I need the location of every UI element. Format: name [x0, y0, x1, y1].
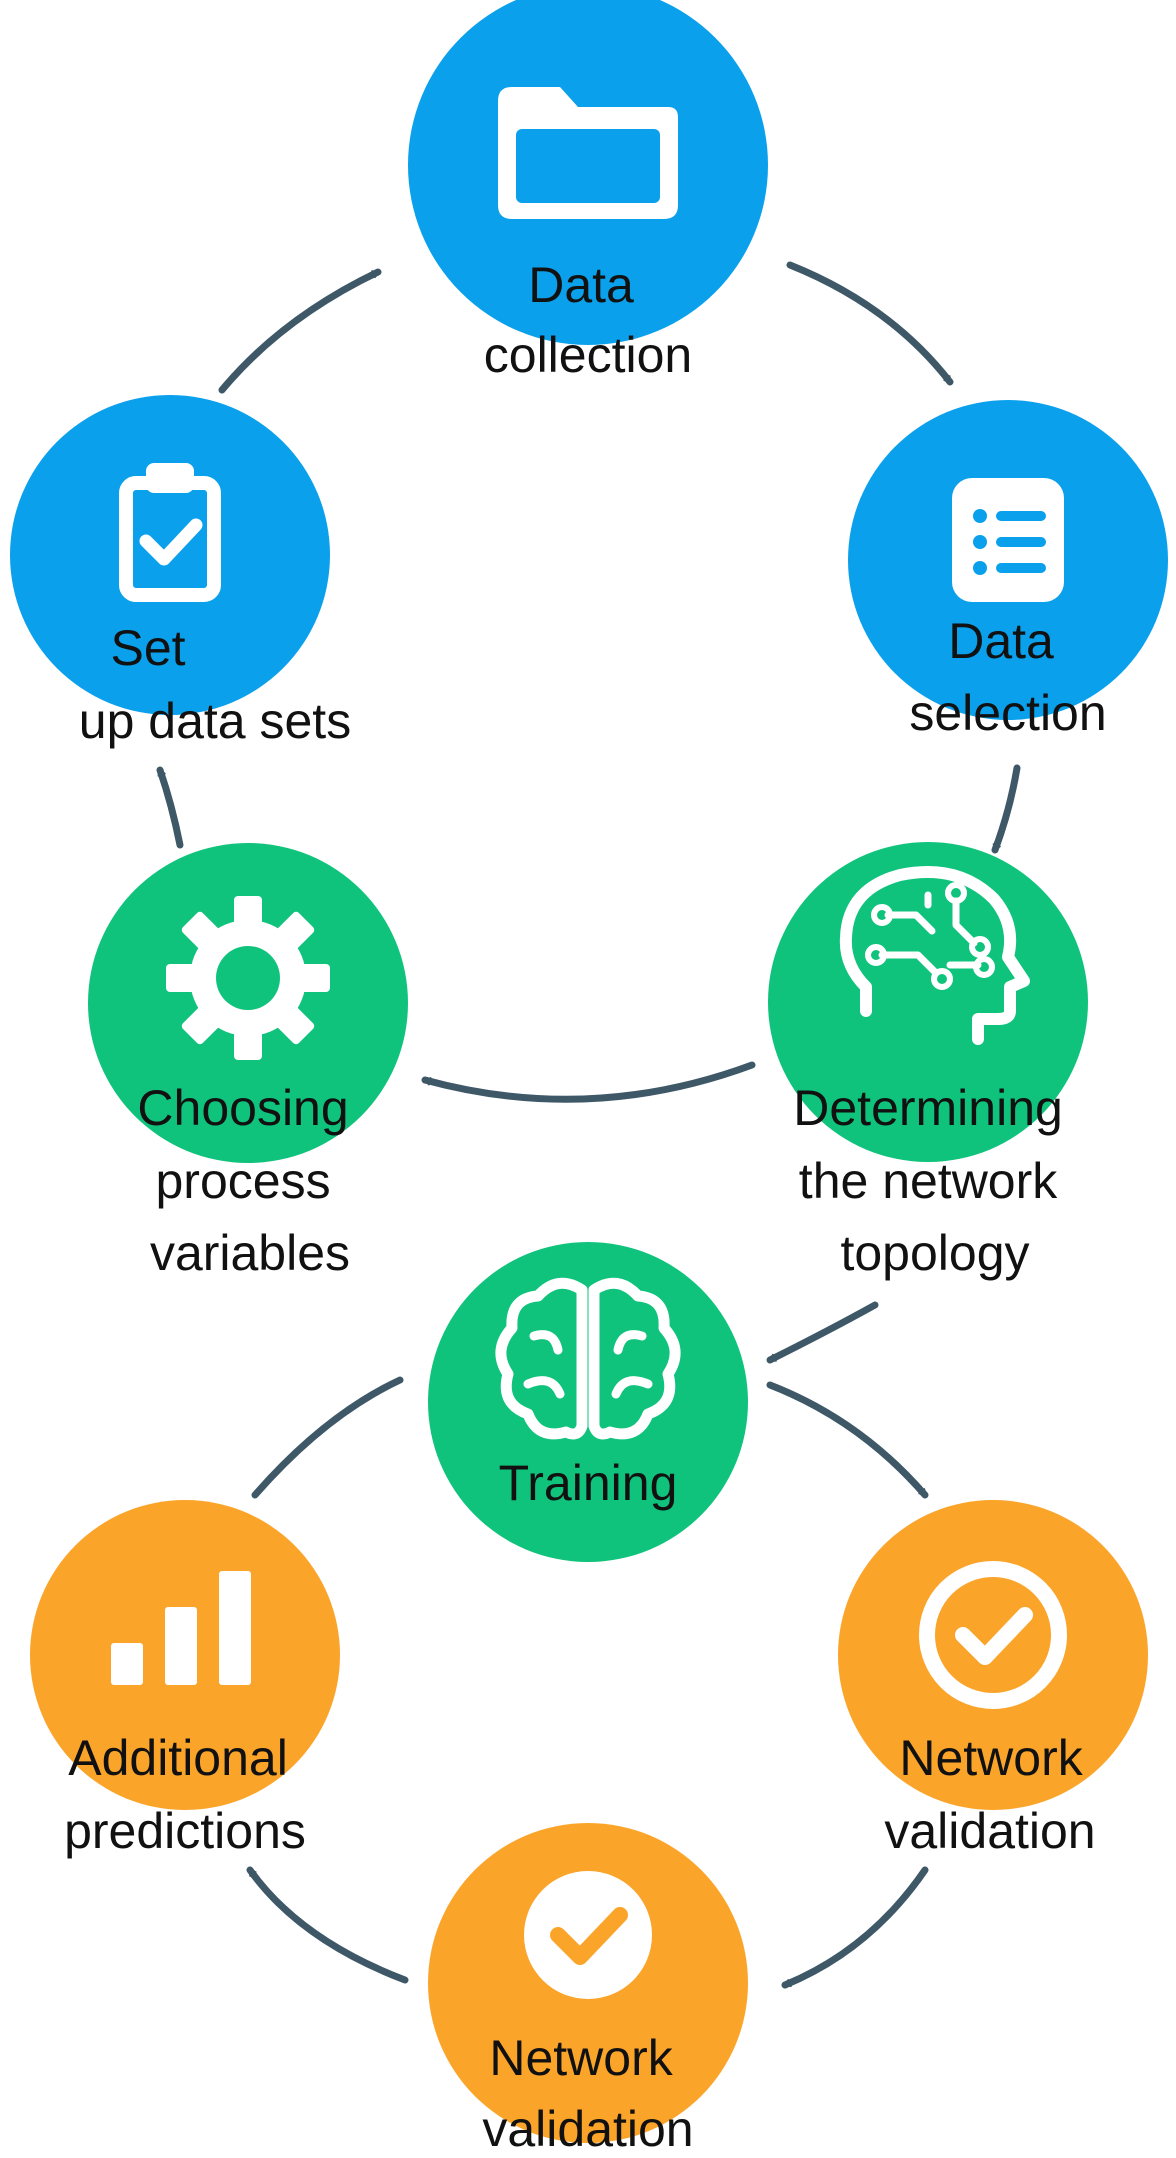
- node-label: Network validation: [884, 1730, 1096, 1859]
- node-label: Determining the network topology: [793, 1080, 1076, 1281]
- node-label: Training: [499, 1455, 678, 1511]
- node-determining-network-topology: Determining the network topology: [768, 842, 1088, 1281]
- connector-predictions-to-training: [251, 1376, 404, 1499]
- arrow-training-to-validation-right: [766, 1381, 929, 1499]
- gear-icon: [166, 896, 330, 1060]
- bar-chart-icon: [111, 1571, 251, 1685]
- node-label: Set up data sets: [79, 620, 351, 749]
- node-network-validation-bottom: Network validation: [428, 1823, 748, 2157]
- arrow-setup-to-collection: [218, 268, 382, 394]
- arrow-variables-to-setup: [156, 766, 184, 849]
- arrow-collection-to-selection: [786, 261, 954, 386]
- node-additional-predictions: Additional predictions: [30, 1500, 340, 1859]
- folder-icon: [498, 87, 678, 219]
- head-circuit-icon: [839, 866, 1030, 1045]
- check-circle-icon: [919, 1561, 1067, 1709]
- arrow-topology-to-variables: [421, 1061, 756, 1103]
- arrow-validation-right-to-bottom: [781, 1866, 929, 1989]
- node-label: Data selection: [909, 613, 1106, 741]
- node-choosing-process-variables: Choosing process variables: [88, 843, 408, 1281]
- node-network-validation-right: Network validation: [838, 1500, 1148, 1859]
- brain-icon: [495, 1277, 681, 1440]
- node-label: Additional predictions: [64, 1730, 306, 1859]
- node-label: Data collection: [484, 257, 692, 383]
- node-set-up-data-sets: Set up data sets: [10, 395, 351, 749]
- node-label: Network validation: [482, 2030, 693, 2157]
- list-icon: [952, 478, 1064, 602]
- node-data-collection: Data collection: [408, 0, 768, 383]
- node-label: Choosing process variables: [137, 1080, 362, 1281]
- arrows: [156, 261, 1021, 1989]
- node-circle: [428, 1242, 748, 1562]
- arrow-selection-to-topology: [991, 764, 1021, 854]
- arrow-topology-to-training: [766, 1301, 879, 1364]
- node-training: Training: [428, 1242, 748, 1562]
- clipboard-check-icon: [119, 463, 221, 602]
- arrow-validation-bottom-to-predictions: [246, 1866, 409, 1984]
- node-data-selection: Data selection: [848, 400, 1168, 741]
- check-circle-icon: [524, 1871, 652, 1999]
